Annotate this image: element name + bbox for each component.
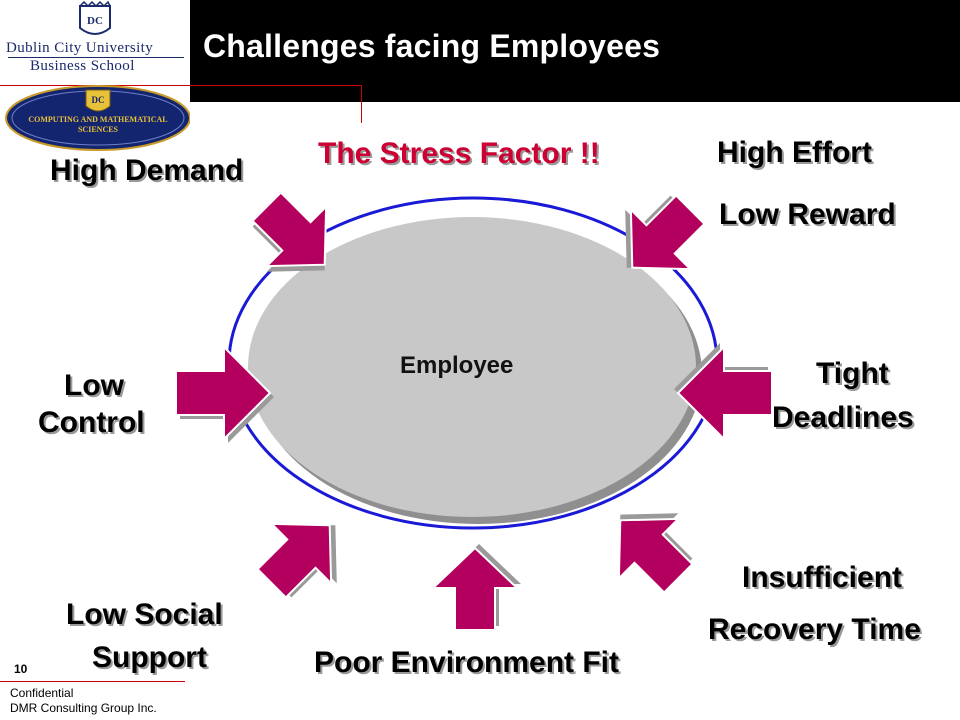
dcu-school: Business School <box>30 58 135 74</box>
arrow-insufficient-recovery <box>586 483 712 609</box>
arrow-low-social-support <box>241 491 367 617</box>
footer-confidential: Confidential <box>10 686 74 700</box>
label-insufficient: Insufficient <box>742 561 903 594</box>
label-low: Low <box>64 369 124 402</box>
slide-title: Challenges facing Employees <box>203 28 661 64</box>
dcu-rule <box>8 57 184 58</box>
divider-line <box>0 85 362 86</box>
label-support: Support <box>92 641 207 674</box>
label-high-effort: High Effort <box>717 136 872 169</box>
badge-monogram: DC <box>92 95 105 105</box>
employee-ellipse <box>248 217 696 517</box>
label-tight: Tight <box>816 357 889 390</box>
label-recovery-time: Recovery Time <box>708 613 921 646</box>
label-low-social: Low Social <box>66 598 223 631</box>
label-control: Control <box>38 406 145 439</box>
dcu-monogram: DC <box>87 15 103 27</box>
footer-company: DMR Consulting Group Inc. <box>10 701 157 715</box>
footer-text: Confidential DMR Consulting Group Inc. <box>10 686 157 716</box>
diagram-headline: The Stress Factor !! <box>318 137 600 170</box>
center-label: Employee <box>400 352 514 379</box>
dcu-crest-logo: DC DC COMPUTING AND MATHEMATICAL SCIENCE… <box>5 0 191 151</box>
divider-line-vertical <box>361 85 362 123</box>
badge-line2: SCIENCES <box>78 125 119 134</box>
label-poor-environment-fit: Poor Environment Fit <box>314 646 620 679</box>
logo-area: DC DC COMPUTING AND MATHEMATICAL SCIENCE… <box>0 0 191 160</box>
footer-rule <box>0 681 185 682</box>
dcu-name: Dublin City University <box>6 40 154 56</box>
label-deadlines: Deadlines <box>772 401 914 434</box>
label-high-demand: High Demand <box>50 154 244 187</box>
page-number: 10 <box>14 662 28 676</box>
arrow-poor-environment-fit <box>432 543 522 631</box>
badge-line1: COMPUTING AND MATHEMATICAL <box>28 115 167 124</box>
label-low-reward: Low Reward <box>719 198 896 231</box>
